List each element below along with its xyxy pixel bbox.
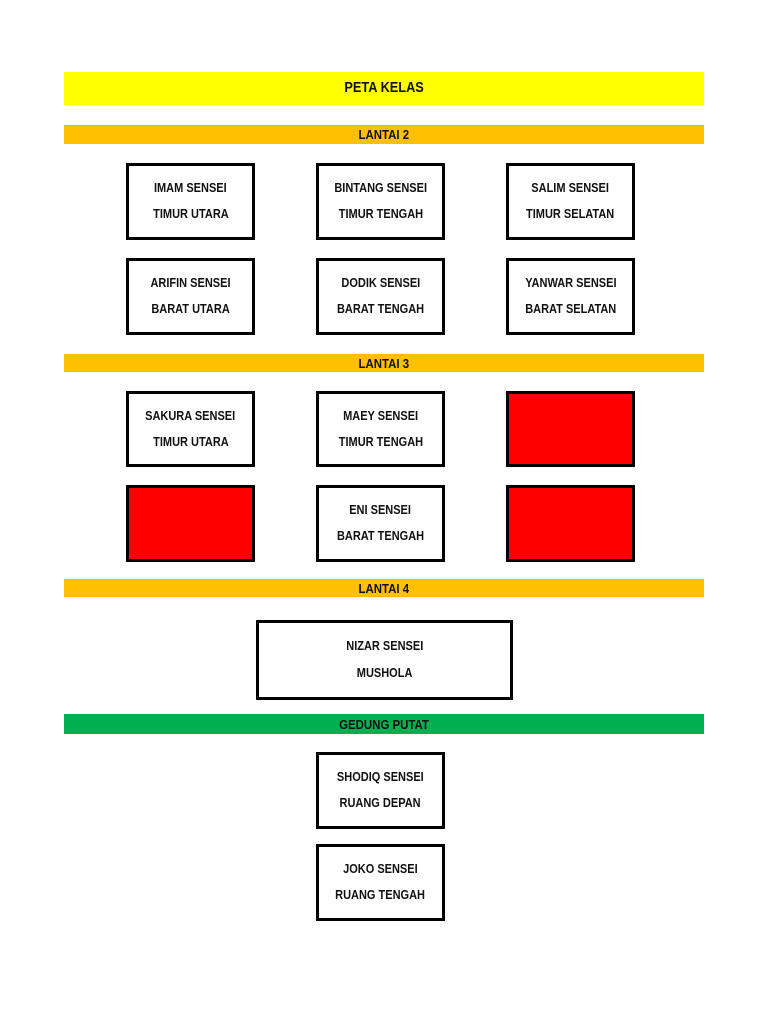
room-location: BARAT UTARA xyxy=(151,302,230,317)
room-location: TIMUR UTARA xyxy=(152,434,229,449)
floor-bar-label: LANTAI 3 xyxy=(358,355,410,371)
room-teacher: MAEY SENSEI xyxy=(343,409,418,423)
room-box-dodik: DODIK SENSEI BARAT TENGAH xyxy=(316,258,445,335)
room-box-arifin: ARIFIN SENSEI BARAT UTARA xyxy=(126,258,255,335)
title-bar: PETA KELAS xyxy=(64,72,704,105)
empty-room-box xyxy=(126,485,255,562)
building-bar-gedung-putat: GEDUNG PUTAT xyxy=(64,714,704,734)
room-box-sakura: SAKURA SENSEI TIMUR UTARA xyxy=(126,391,255,467)
floor-bar-lantai-2: LANTAI 2 xyxy=(64,125,704,144)
floor-bar-label: LANTAI 2 xyxy=(358,127,410,142)
building-bar-label: GEDUNG PUTAT xyxy=(339,716,429,732)
room-box-yanwar: YANWAR SENSEI BARAT SELATAN xyxy=(506,258,635,335)
room-teacher: NIZAR SENSEI xyxy=(345,639,423,654)
room-teacher: SAKURA SENSEI xyxy=(145,409,236,423)
room-location: TIMUR SELATAN xyxy=(526,207,615,222)
room-location: RUANG DEPAN xyxy=(339,796,422,811)
room-location: RUANG TENGAH xyxy=(335,888,426,903)
room-teacher: SALIM SENSEI xyxy=(531,181,610,196)
room-teacher: ENI SENSEI xyxy=(349,503,412,518)
room-location: BARAT TENGAH xyxy=(336,302,425,317)
room-box-maey: MAEY SENSEI TIMUR TENGAH xyxy=(316,391,445,467)
room-box-joko: JOKO SENSEI RUANG TENGAH xyxy=(316,844,445,921)
room-teacher: DODIK SENSEI xyxy=(341,276,420,291)
floor-bar-lantai-3: LANTAI 3 xyxy=(64,354,704,372)
room-location: TIMUR TENGAH xyxy=(338,434,423,449)
room-teacher: SHODIQ SENSEI xyxy=(337,770,424,785)
room-location: BARAT SELATAN xyxy=(524,302,617,317)
room-teacher: BINTANG SENSEI xyxy=(334,181,427,196)
room-box-nizar: NIZAR SENSEI MUSHOLA xyxy=(256,620,513,700)
room-box-eni: ENI SENSEI BARAT TENGAH xyxy=(316,485,445,562)
room-location: TIMUR UTARA xyxy=(152,207,229,222)
empty-room-box xyxy=(506,485,635,562)
room-location: TIMUR TENGAH xyxy=(338,207,423,222)
page-title: PETA KELAS xyxy=(344,80,424,97)
room-box-salim: SALIM SENSEI TIMUR SELATAN xyxy=(506,163,635,240)
empty-room-box xyxy=(506,391,635,467)
room-location: MUSHOLA xyxy=(356,666,413,681)
room-teacher: IMAM SENSEI xyxy=(154,181,227,196)
room-location: BARAT TENGAH xyxy=(336,529,425,544)
room-teacher: ARIFIN SENSEI xyxy=(150,276,231,291)
room-box-shodiq: SHODIQ SENSEI RUANG DEPAN xyxy=(316,752,445,829)
room-box-bintang: BINTANG SENSEI TIMUR TENGAH xyxy=(316,163,445,240)
room-box-imam: IMAM SENSEI TIMUR UTARA xyxy=(126,163,255,240)
room-teacher: YANWAR SENSEI xyxy=(524,276,617,291)
floor-bar-lantai-4: LANTAI 4 xyxy=(64,579,704,597)
floor-bar-label: LANTAI 4 xyxy=(358,580,410,596)
room-teacher: JOKO SENSEI xyxy=(343,862,418,877)
